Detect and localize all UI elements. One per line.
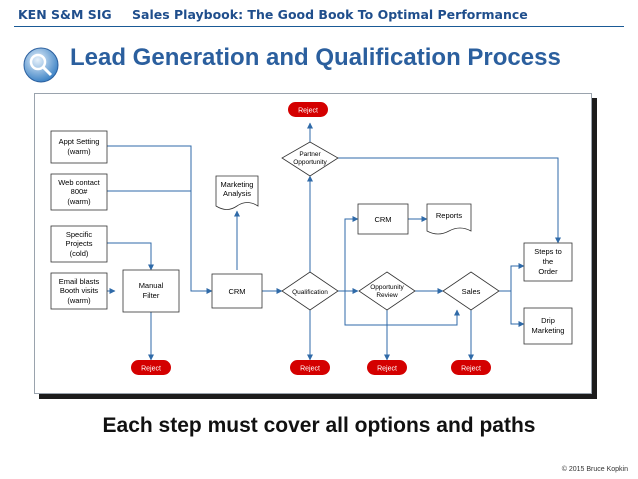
source-appt-setting: Appt Setting (warm) [50, 130, 108, 164]
svg-text:Drip: Drip [541, 316, 555, 325]
reject-qualification: Reject [290, 360, 330, 375]
copyright: © 2015 Bruce Kopkin [561, 466, 628, 473]
connectors [107, 122, 561, 361]
svg-text:Reject: Reject [461, 366, 481, 373]
svg-text:Steps to: Steps to [534, 247, 562, 256]
reject-manual-filter: Reject [131, 360, 171, 375]
opportunity-review-decision: Opportunity Review [358, 271, 416, 311]
svg-text:Reject: Reject [300, 366, 320, 373]
header-subtitle: Sales Playbook: The Good Book To Optimal… [132, 7, 528, 22]
svg-text:Manual: Manual [139, 281, 164, 290]
svg-text:Marketing: Marketing [221, 180, 254, 189]
svg-text:Appt Setting: Appt Setting [59, 137, 100, 146]
reject-sales: Reject [451, 360, 491, 375]
svg-text:Filter: Filter [143, 291, 160, 300]
svg-text:Analysis: Analysis [223, 189, 251, 198]
reject-top: Reject [288, 102, 328, 117]
crm-upper: CRM [357, 203, 409, 235]
svg-text:CRM: CRM [228, 287, 245, 296]
footer-note: Each step must cover all options and pat… [102, 414, 536, 437]
flow-diagram-canvas: Reject Reject Reject Reject Reject Appt … [50, 102, 573, 375]
svg-text:(warm): (warm) [67, 296, 91, 305]
svg-text:Order: Order [538, 267, 558, 276]
svg-text:Booth visits: Booth visits [60, 286, 99, 295]
drip-marketing: Drip Marketing [523, 307, 573, 345]
reject-opportunity-review: Reject [367, 360, 407, 375]
svg-text:Qualification: Qualification [292, 289, 328, 296]
page-title: Lead Generation and Qualification Proces… [70, 44, 561, 71]
svg-text:(warm): (warm) [67, 147, 91, 156]
svg-text:Reject: Reject [377, 366, 397, 373]
svg-text:CRM: CRM [374, 215, 391, 224]
qualification-decision: Qualification [281, 271, 339, 311]
svg-text:Projects: Projects [65, 239, 92, 248]
header-org: KEN S&M SIG [18, 7, 112, 22]
sales-decision: Sales [442, 271, 500, 311]
svg-text:the: the [543, 257, 553, 266]
partner-opportunity-decision: Partner Opportunity [281, 141, 339, 177]
steps-to-the-order: Steps to the Order [523, 242, 573, 282]
flow-diagram: Reject Reject Reject Reject Reject Appt … [34, 93, 592, 394]
svg-text:Opportunity: Opportunity [370, 284, 404, 291]
logo-icon [23, 47, 59, 83]
manual-filter: Manual Filter [122, 269, 180, 313]
svg-text:Partner: Partner [299, 151, 321, 158]
svg-text:Web contact: Web contact [58, 178, 100, 187]
svg-text:Sales: Sales [462, 287, 481, 296]
svg-text:(cold): (cold) [70, 249, 89, 258]
svg-text:Email blasts: Email blasts [59, 277, 100, 286]
svg-text:Reject: Reject [141, 366, 161, 373]
svg-text:800#: 800# [71, 187, 89, 196]
source-specific-projects: Specific Projects (cold) [50, 225, 108, 263]
source-web-contact: Web contact 800# (warm) [50, 173, 108, 211]
header-bar: KEN S&M SIG Sales Playbook: The Good Boo… [14, 4, 624, 27]
svg-text:Specific: Specific [66, 230, 93, 239]
source-email-blasts: Email blasts Booth visits (warm) [50, 272, 108, 310]
marketing-analysis: Marketing Analysis [215, 175, 259, 210]
svg-text:Opportunity: Opportunity [293, 159, 327, 166]
reports: Reports [426, 203, 472, 235]
crm-main: CRM [211, 273, 263, 309]
svg-text:Reject: Reject [298, 108, 318, 115]
svg-text:Review: Review [376, 292, 398, 299]
svg-text:Marketing: Marketing [532, 326, 565, 335]
svg-text:Reports: Reports [436, 211, 463, 220]
svg-text:(warm): (warm) [67, 197, 91, 206]
